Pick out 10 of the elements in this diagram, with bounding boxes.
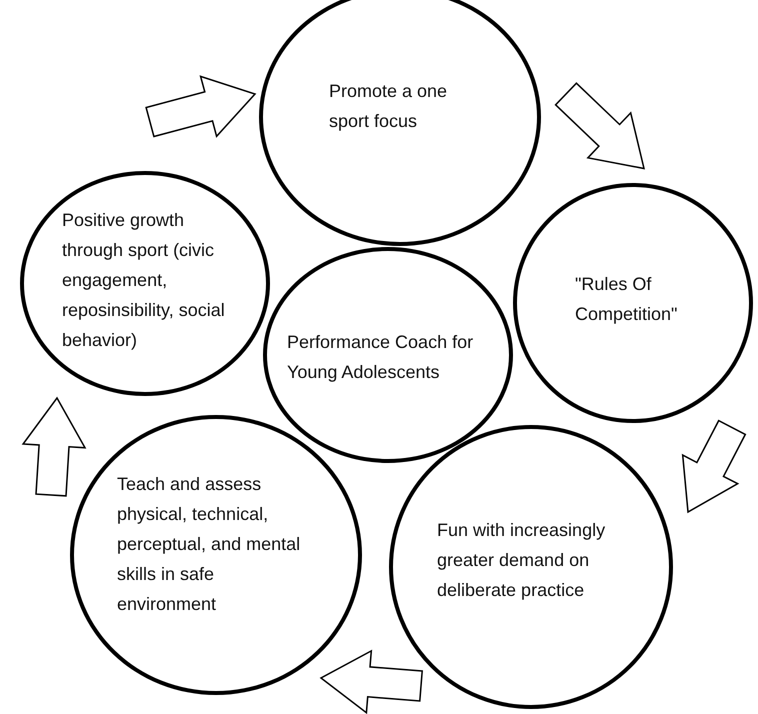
node-text: Teach and assess physical, technical, perceptual, and mental skills in safe environment <box>117 473 302 616</box>
node-text: Fun with increasingly greater demand on deliberate practice <box>437 519 606 602</box>
block-arrow <box>682 420 746 514</box>
node-text: Performance Coach for Young Adolescents <box>287 331 474 384</box>
node-text: Positive growth through sport (civic engagement, reposinsibility, social behavior) <box>62 209 226 352</box>
block-arrow <box>320 650 423 714</box>
node-text: "Rules Of Competition" <box>575 273 678 326</box>
block-arrow <box>554 82 645 170</box>
node-text: Promote a one sport focus <box>329 80 448 133</box>
block-arrow <box>145 75 256 138</box>
